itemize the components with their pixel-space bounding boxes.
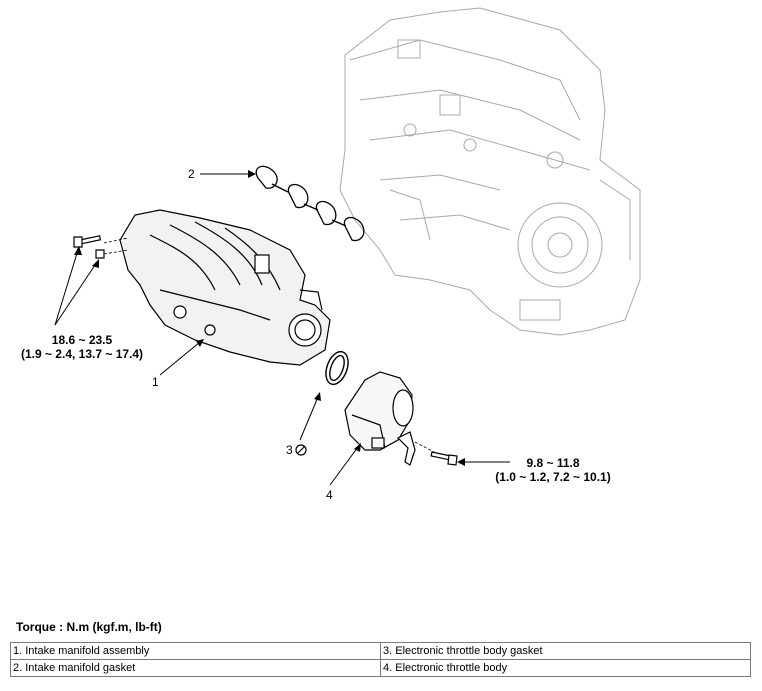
throttle-body [344, 371, 416, 466]
throttle-gasket [325, 350, 349, 386]
parts-legend-table: 1. Intake manifold assembly 3. Electroni… [10, 642, 751, 677]
manifold-torque-spec: 18.6 ~ 23.5 (1.9 ~ 2.4, 13.7 ~ 17.4) [8, 333, 156, 361]
callout-2: 2 [188, 167, 195, 181]
manifold-torque-alt: (1.9 ~ 2.4, 13.7 ~ 17.4) [20, 347, 144, 361]
throttle-torque-nm: 9.8 ~ 11.8 [526, 456, 580, 470]
torque-units-heading: Torque : N.m (kgf.m, lb-ft) [16, 620, 162, 634]
throttle-torque-spec: 9.8 ~ 11.8 (1.0 ~ 1.2, 7.2 ~ 10.1) [485, 456, 621, 484]
engine-block [339, 7, 641, 336]
callout-4: 4 [326, 488, 333, 502]
legend-cell: 2. Intake manifold gasket [10, 659, 381, 677]
callout-1: 1 [152, 375, 159, 389]
table-row: 2. Intake manifold gasket 4. Electronic … [10, 659, 751, 677]
no-reuse-icon [295, 444, 307, 456]
table-row: 1. Intake manifold assembly 3. Electroni… [10, 642, 751, 660]
manifold-gasket [255, 165, 365, 242]
exploded-view-diagram [54, 7, 641, 486]
throttle-torque-alt: (1.0 ~ 1.2, 7.2 ~ 10.1) [495, 470, 611, 484]
callout-3: 3 [286, 443, 293, 457]
throttle-bolt [430, 451, 458, 466]
intake-manifold [119, 209, 331, 366]
manifold-bolts [73, 235, 105, 259]
legend-cell: 4. Electronic throttle body [380, 659, 751, 677]
legend-cell: 3. Electronic throttle body gasket [380, 642, 751, 660]
manifold-torque-nm: 18.6 ~ 23.5 [51, 333, 113, 347]
legend-cell: 1. Intake manifold assembly [10, 642, 381, 660]
